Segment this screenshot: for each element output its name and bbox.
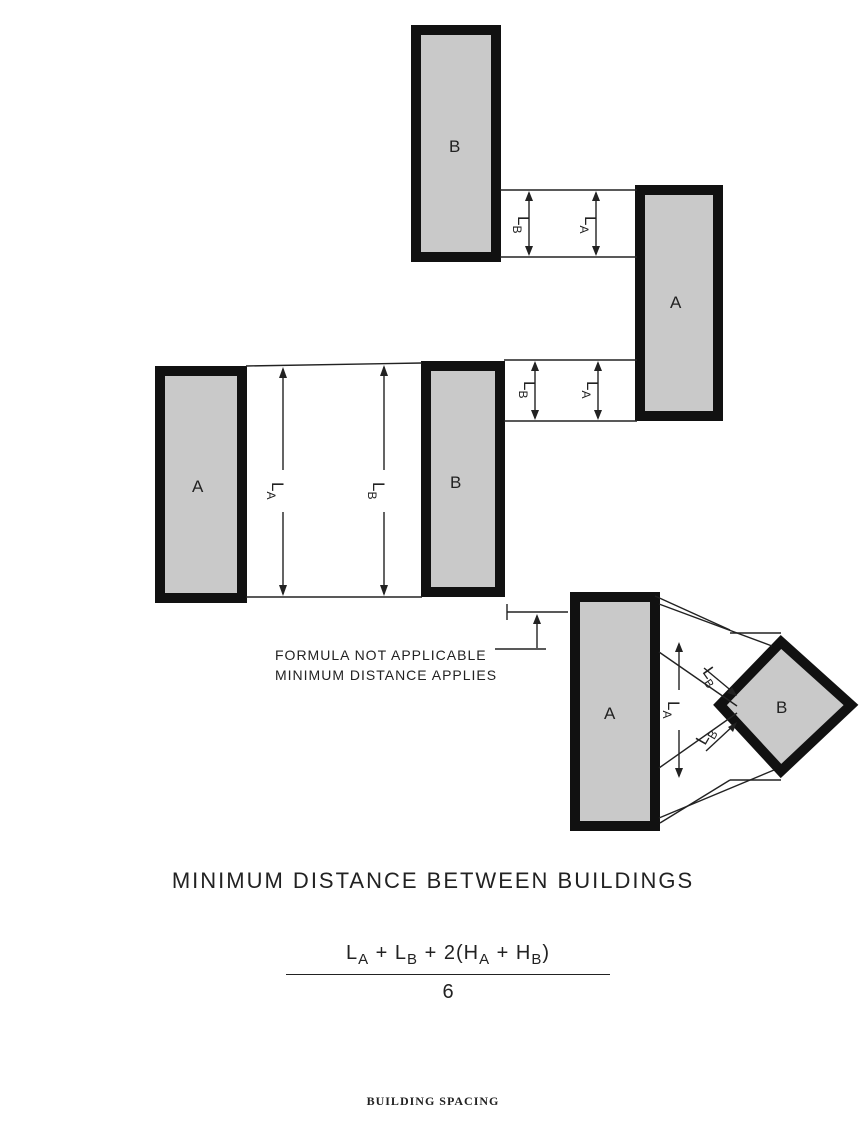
svg-text:LB: LB: [365, 482, 388, 499]
dimension-label-la-mid: LA: [579, 381, 602, 398]
dimension-lb-bottom-lower: [705, 724, 735, 752]
svg-text:LA: LA: [577, 216, 600, 233]
arrowhead: [525, 191, 533, 201]
building-b-top: [411, 25, 501, 262]
arrowhead: [675, 642, 683, 652]
page-caption: BUILDING SPACING: [366, 1094, 500, 1108]
arrowhead: [380, 365, 388, 376]
building-b-top-label: B: [449, 137, 460, 156]
note-line-2: MINIMUM DISTANCE APPLIES: [275, 667, 497, 683]
arrowhead: [592, 246, 600, 256]
diagonal-a-to-b-outer-bottom: [658, 769, 775, 819]
arrowhead: [380, 585, 388, 596]
building-a-right-label: A: [670, 293, 682, 312]
svg-text:LB: LB: [510, 216, 533, 233]
connector-bottom-top: [654, 595, 731, 631]
svg-text:LB: LB: [695, 663, 724, 691]
dimension-label-lb-bottom-upper: LB: [695, 663, 724, 691]
connector-bottom-bottom: [659, 779, 731, 824]
diagram-title: MINIMUM DISTANCE BETWEEN BUILDINGS: [171, 868, 695, 893]
note-line-1: FORMULA NOT APPLICABLE: [275, 647, 487, 663]
arrowhead: [728, 722, 737, 732]
arrowhead: [531, 361, 539, 371]
dimension-lb-bottom-upper: [703, 667, 735, 694]
dimension-label-lb-mid: LB: [516, 381, 539, 398]
building-a-left-label: A: [192, 477, 204, 496]
formula-numerator: LA + LB + 2(HA + HB): [286, 942, 610, 975]
dimension-label-lb-top: LB: [510, 216, 533, 233]
building-a-bottom: [570, 592, 660, 831]
arrowhead: [727, 687, 737, 696]
dimension-label-lb-long: LB: [365, 482, 388, 499]
svg-text:LB: LB: [516, 381, 539, 398]
diagonal-a-to-b-outer-top: [658, 603, 773, 647]
building-b-center: [421, 361, 505, 597]
arrowhead: [675, 768, 683, 778]
building-a-bottom-label: A: [604, 704, 616, 723]
building-a-right: [635, 185, 723, 421]
building-a-left: [155, 366, 247, 603]
diagonal-a-to-b-lower: [658, 712, 738, 769]
dimension-label-la-top: LA: [577, 216, 600, 233]
arrowhead: [592, 191, 600, 201]
svg-text:LA: LA: [579, 381, 602, 398]
dimension-label-la-bottom: LA: [660, 701, 683, 718]
building-b-center-label: B: [450, 473, 461, 492]
building-spacing-diagram: B A LB LA A B LB LA LA: [155, 25, 859, 831]
svg-text:LA: LA: [264, 482, 287, 499]
arrowhead: [594, 410, 602, 420]
spacing-formula: LA + LB + 2(HA + HB) 6: [286, 942, 610, 1004]
arrowhead: [525, 246, 533, 256]
svg-text:LA: LA: [660, 701, 683, 718]
diagonal-a-to-b-upper: [658, 651, 738, 707]
connector-left-upper: [245, 362, 423, 367]
building-b-rotated-label: B: [776, 698, 787, 717]
building-b-rotated: [713, 635, 859, 779]
arrowhead: [594, 361, 602, 371]
arrowhead: [531, 410, 539, 420]
arrowhead: [279, 367, 287, 378]
arrowhead: [279, 585, 287, 596]
dimension-label-la-long: LA: [264, 482, 287, 499]
arrowhead: [533, 614, 541, 624]
formula-denominator: 6: [442, 981, 454, 1003]
